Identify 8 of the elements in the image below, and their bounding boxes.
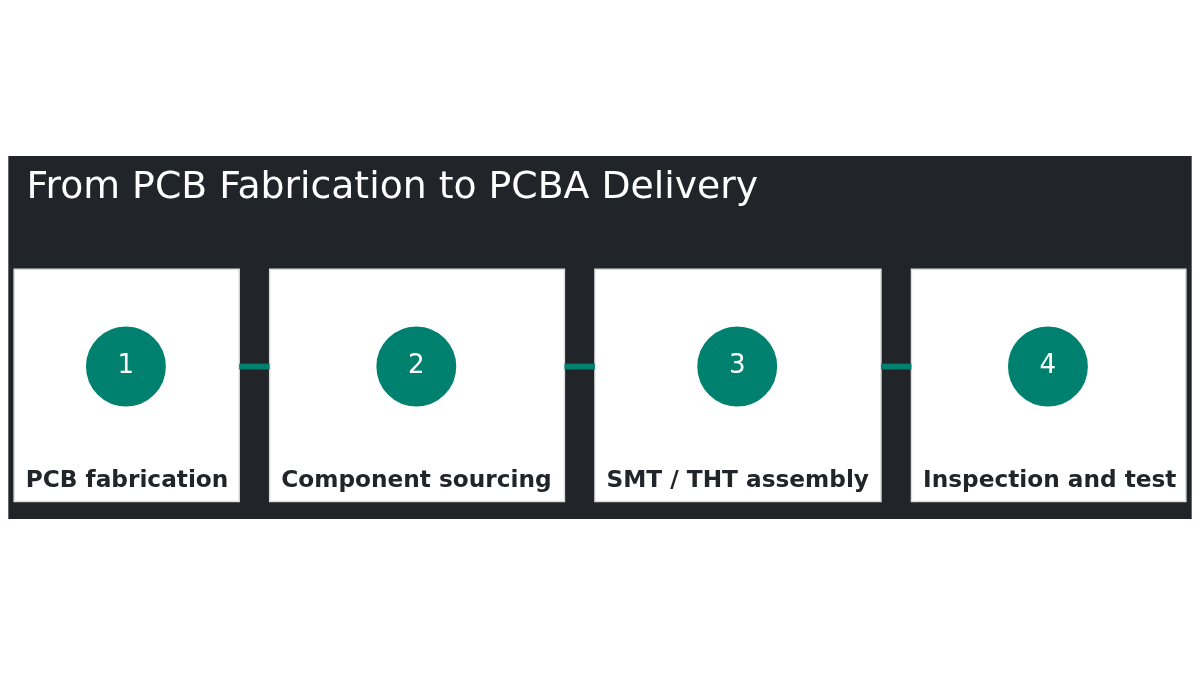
connector — [880, 363, 912, 370]
diagram-title: From PCB Fabrication to PCBA Delivery — [26, 162, 759, 207]
node-circle: 1 — [86, 326, 166, 407]
connector — [239, 363, 270, 370]
node-circle: 2 — [376, 326, 457, 407]
connector — [564, 363, 595, 370]
node-circle: 4 — [1008, 326, 1088, 407]
node-circle: 3 — [697, 326, 778, 407]
